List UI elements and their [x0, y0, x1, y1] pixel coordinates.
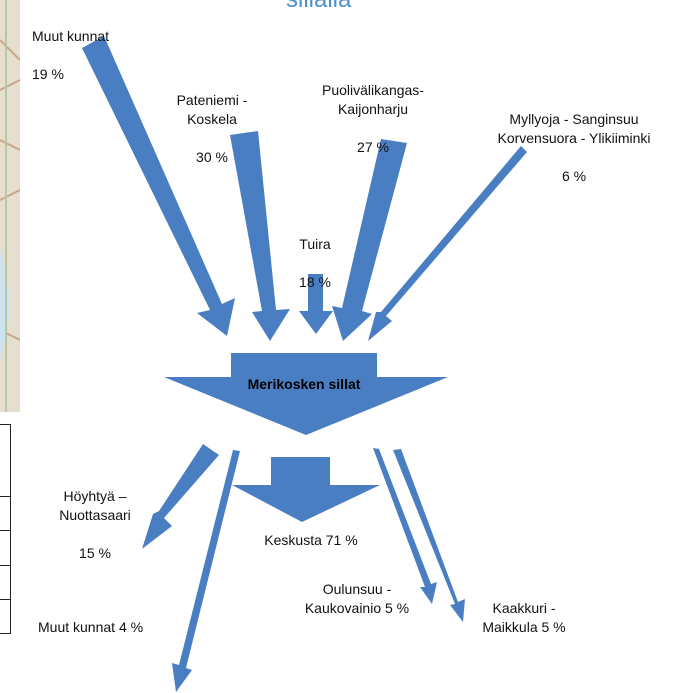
arrow-puolivalikangas	[332, 139, 407, 341]
label-puolivalikangas-kaijonharju: Puolivälikangas- Kaijonharju 27 %	[298, 62, 448, 157]
label-kaakkuri-maikkula: Kaakkuri - Maikkula 5 %	[482, 600, 566, 635]
label-name: Pateniemi - Koskela	[176, 92, 248, 127]
hub-arrow-merikosken-sillat	[164, 353, 448, 435]
label-oulunsuu-kaukovainio: Oulunsuu - Kaukovainio 5 %	[304, 581, 410, 616]
hub-label: Merikosken sillat	[247, 376, 361, 392]
arrow-muut-kunnat-in	[82, 36, 235, 336]
label-muut-kunnat-out: Muut kunnat 4 %	[38, 619, 144, 635]
label-muut-kunnat-in: Muut kunnat 19 %	[32, 8, 109, 84]
table-fragment	[0, 424, 11, 634]
label-hoyhtya-nuottasaari: Höyhtyä – Nuottasaari 15 %	[40, 468, 150, 563]
label-myllyoja-ylikiiminki: Myllyoja - Sanginsuu Korvensuora - Yliki…	[466, 91, 682, 186]
label-name: Tuira	[299, 236, 331, 252]
label-name: Höyhtyä – Nuottasaari	[59, 488, 131, 523]
label-share: 19 %	[32, 66, 64, 82]
label-share: 6 %	[561, 168, 587, 184]
arrow-keskusta	[232, 457, 380, 522]
label-share: 15 %	[79, 545, 111, 561]
label-share: 27 %	[357, 139, 389, 155]
label-pateniemi-koskela: Pateniemi - Koskela 30 %	[152, 72, 272, 167]
label-name: Myllyoja - Sanginsuu Korvensuora - Yliki…	[497, 111, 651, 146]
label-name: Muut kunnat	[32, 28, 110, 44]
arrow-pateniemi-koskela	[230, 131, 290, 341]
title-fragment: sillalla	[286, 0, 351, 14]
arrow-muut-kunnat-out	[172, 450, 240, 692]
label-tuira: Tuira 18 %	[285, 216, 345, 292]
arrow-oulunsuu	[373, 448, 437, 604]
arrow-tuira	[299, 274, 333, 334]
arrow-kaakkuri	[393, 449, 465, 622]
label-share: 30 %	[196, 149, 228, 165]
label-keskusta: Keskusta 71 %	[264, 532, 358, 548]
arrow-hoyhtya	[142, 444, 219, 549]
arrow-myllyoja	[368, 146, 527, 341]
label-share: 18 %	[299, 274, 331, 290]
map-background	[0, 0, 20, 412]
label-name: Puolivälikangas- Kaijonharju	[322, 82, 424, 117]
